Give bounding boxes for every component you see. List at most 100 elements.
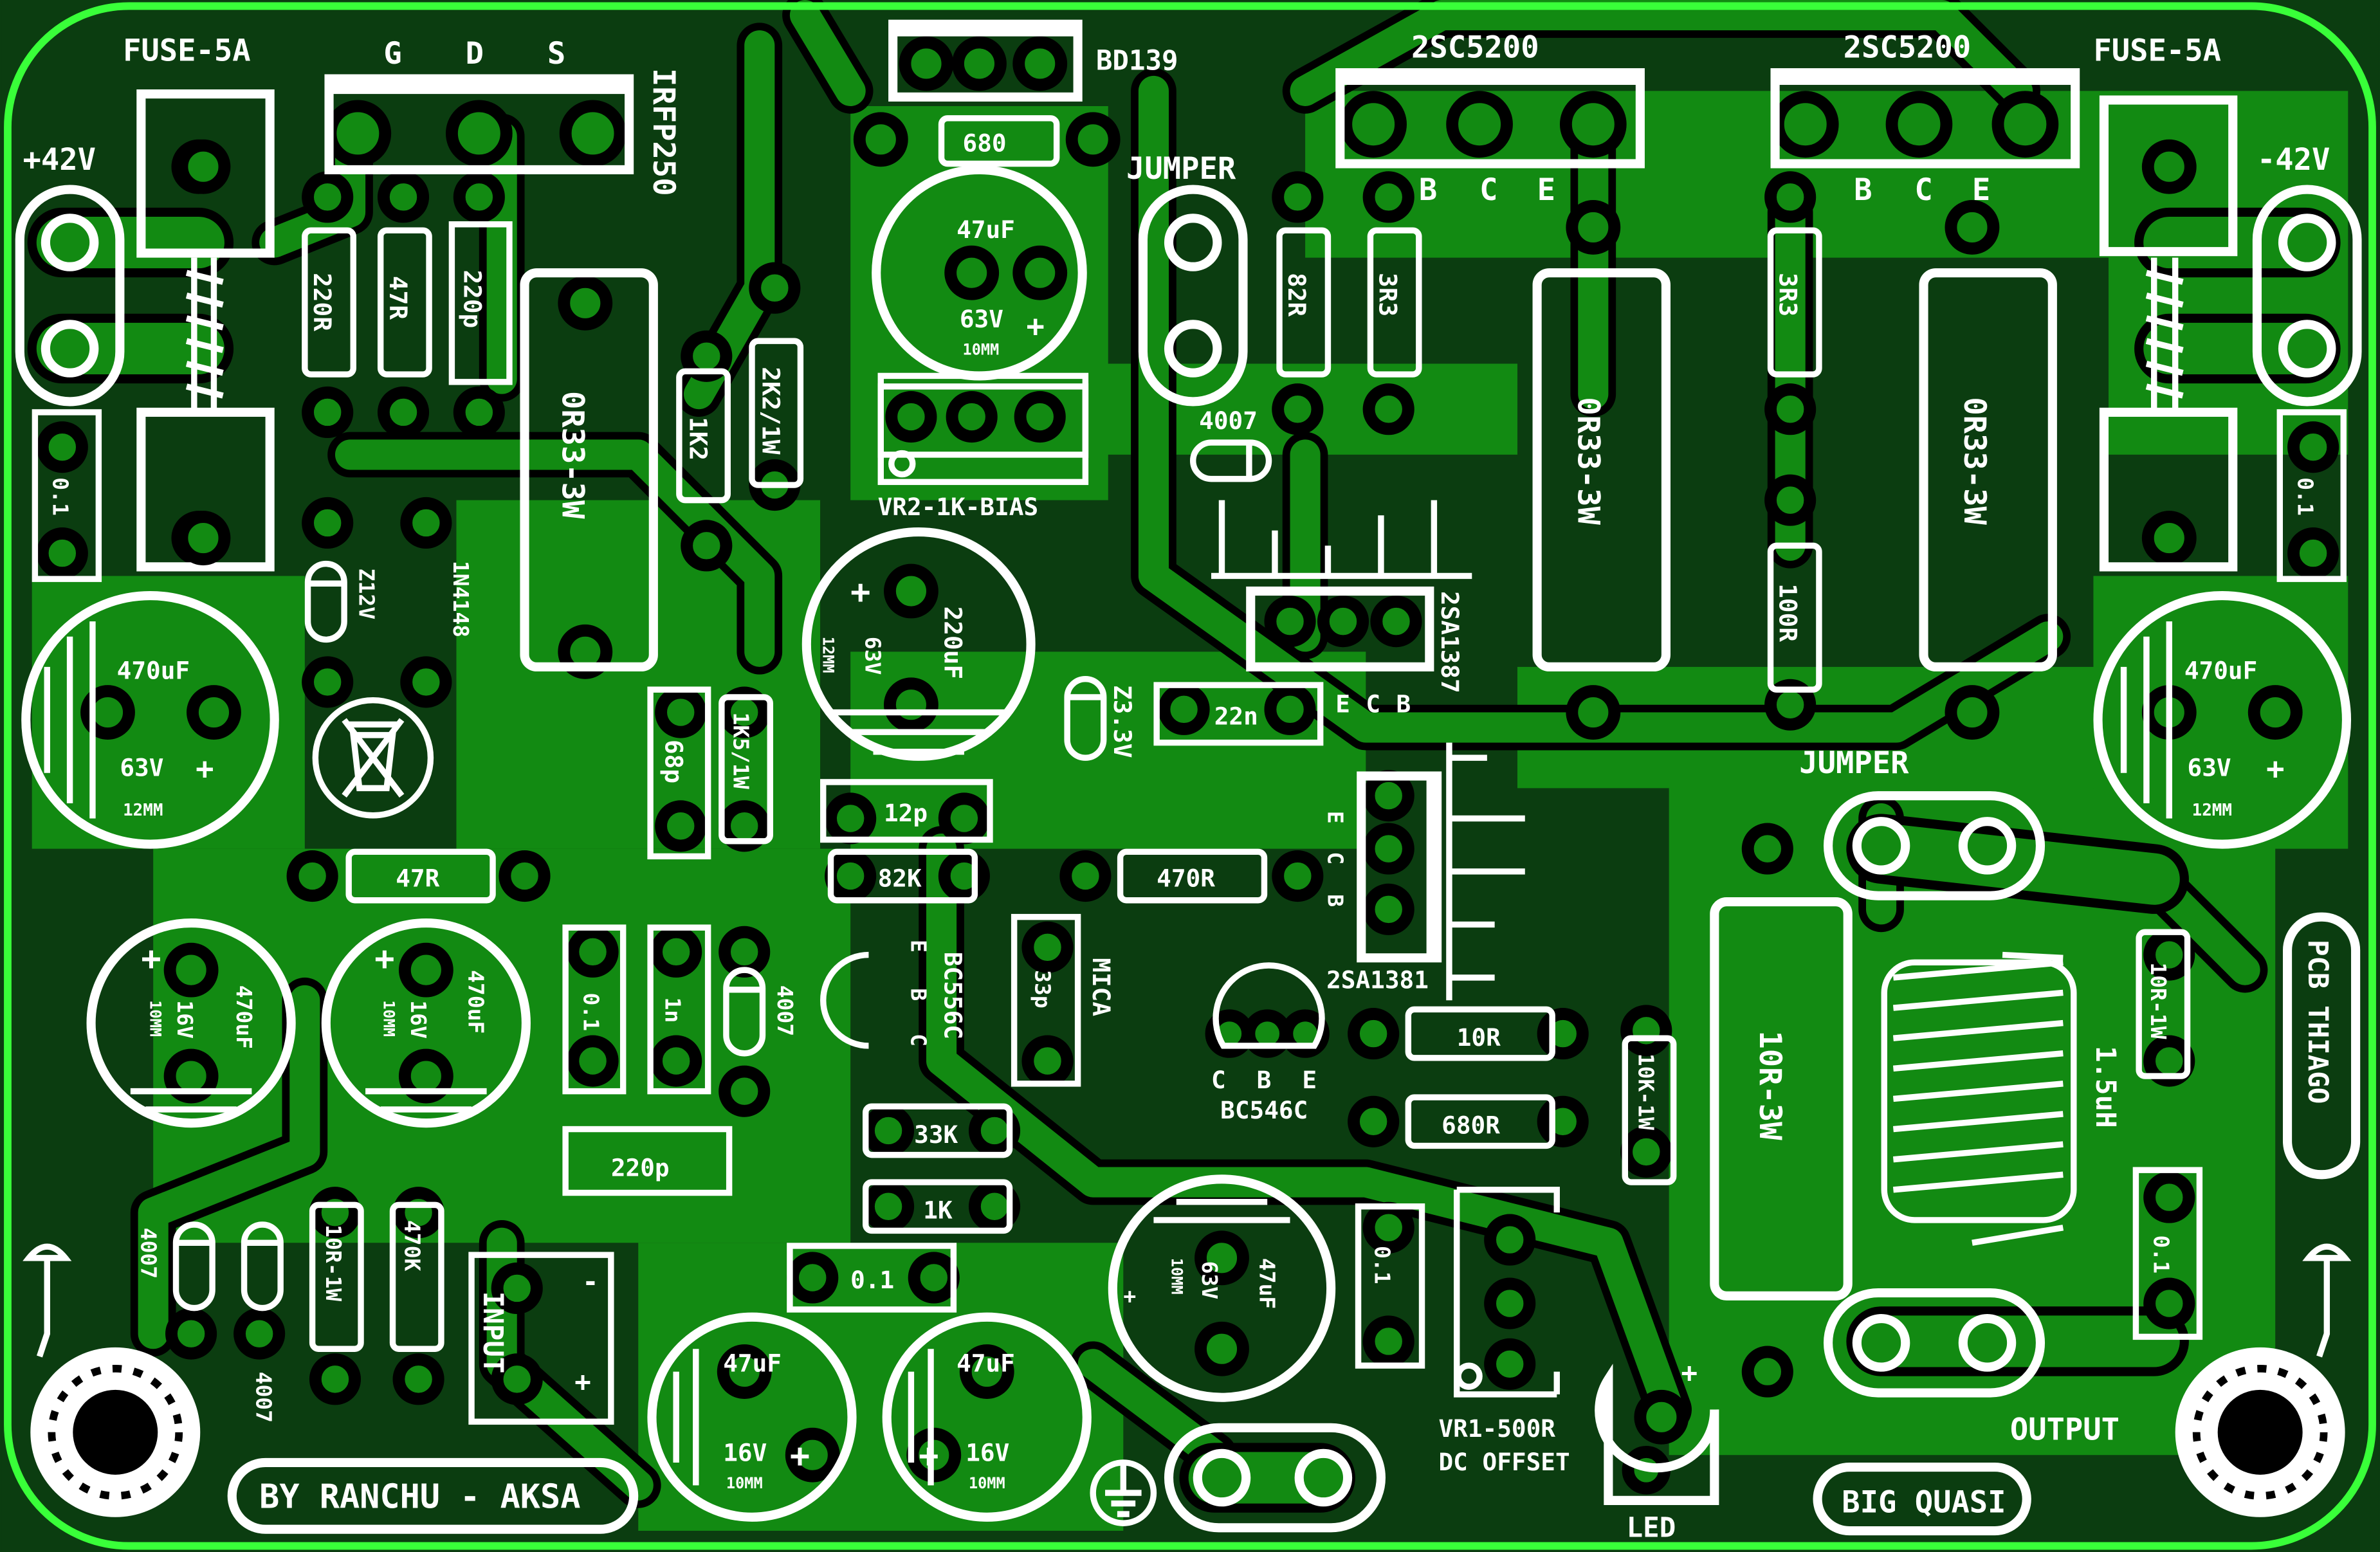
c47uf-top-plus: + xyxy=(1027,309,1045,344)
c22n-label: 22n xyxy=(1214,702,1258,730)
diodes xyxy=(172,439,1272,1311)
r680r-label: 680R xyxy=(1442,1111,1500,1140)
heatsink-top xyxy=(1211,500,1472,580)
source-label: S xyxy=(547,36,565,71)
input-plus: + xyxy=(574,1367,591,1398)
c01-right-bottom: 0.1 xyxy=(2149,1236,2174,1274)
vpos-label: +42V xyxy=(23,142,96,178)
led-plus: + xyxy=(1681,1358,1698,1389)
vr1-label: VR1-500R xyxy=(1438,1414,1555,1443)
bc556c-b: B xyxy=(906,988,931,1001)
r1k2-label: 1K2 xyxy=(684,417,712,461)
c47uf-top: 47uF xyxy=(957,215,1015,244)
c47uf-right-plus: + xyxy=(919,1437,938,1475)
fuse-right xyxy=(2099,95,2238,572)
d1n4148-label: 1N4148 xyxy=(448,561,473,637)
sa1387-label: 2SA1387 xyxy=(1436,591,1464,693)
fuse-left xyxy=(136,89,275,572)
c10mm-b: 10MM xyxy=(380,1000,398,1037)
terminal-pos xyxy=(15,185,125,406)
inductor-label: 1.5uH xyxy=(2089,1046,2121,1128)
c470uf-left-plus: + xyxy=(196,751,214,787)
c10mm-top: 10MM xyxy=(963,340,1000,358)
c16v-right: 16V xyxy=(966,1439,1009,1467)
c63v-top: 63V xyxy=(960,305,1003,333)
output-label: OUTPUT xyxy=(2010,1412,2119,1448)
r3r3-left-label: 3R3 xyxy=(1374,273,1402,316)
or33-left-label: 0R33-3W xyxy=(554,391,590,519)
c12mm-mid: 12MM xyxy=(819,637,838,673)
big-quasi-label: BIG QUASI xyxy=(1842,1485,2006,1520)
sa1381-c: C xyxy=(1323,852,1348,864)
r82r-label: 82R xyxy=(1283,273,1311,316)
vr2-label: VR2-1K-BIAS xyxy=(878,493,1039,521)
sa1381-b: B xyxy=(1323,894,1348,907)
r100r-label: 100R xyxy=(1774,583,1802,642)
r1k5-label: 1K5/1W xyxy=(729,713,754,789)
ground-terminal xyxy=(1164,1423,1386,1533)
c12mm-right: 12MM xyxy=(2192,801,2232,820)
c47uf-mid: 47uF xyxy=(1254,1258,1279,1309)
q-right-b: B xyxy=(1854,172,1872,208)
r3r3-right-label: 3R3 xyxy=(1774,273,1802,316)
c47uf-left-plus: + xyxy=(790,1437,810,1475)
bc556c-e: E xyxy=(906,940,931,953)
r1k-label: 1K xyxy=(923,1196,953,1225)
silk-text: FUSE-5A FUSE-5A G D S IRFP250 BD139 2SC5… xyxy=(23,30,2334,1544)
bd139-label: BD139 xyxy=(1096,45,1178,77)
heatsink-side xyxy=(1446,742,1525,1001)
pads xyxy=(36,36,2339,1495)
author-label: BY RANCHU - AKSA xyxy=(259,1478,580,1517)
bc556c-c: C xyxy=(906,1034,931,1046)
bc546c-b: B xyxy=(1257,1066,1272,1094)
ecb-c: C xyxy=(1366,690,1380,718)
c10mm-a: 10MM xyxy=(146,1000,164,1037)
c16v-left: 16V xyxy=(723,1439,767,1467)
terminal-neg xyxy=(2252,185,2362,406)
q-right-label: 2SC5200 xyxy=(1844,30,1972,66)
c220uf-plus: + xyxy=(850,573,870,612)
r2k2-label: 2K2/1W xyxy=(756,367,785,454)
z33v-label: Z3.3V xyxy=(1108,685,1137,758)
mounting-holes xyxy=(30,1347,2345,1517)
c10mm-left-bottom: 10MM xyxy=(726,1474,763,1492)
r10r-label: 10R xyxy=(1457,1023,1501,1052)
c63v-bottom: 63V xyxy=(1197,1261,1222,1300)
c16v-b: 16V xyxy=(406,1000,431,1039)
drain-label: D xyxy=(466,36,484,71)
r10k-label: 10K-1W xyxy=(1634,1054,1659,1130)
ground-icon xyxy=(1090,1459,1157,1526)
c01-left: 0.1 xyxy=(578,992,603,1031)
c47uf-left: 47uF xyxy=(723,1349,782,1378)
sa1381-e: E xyxy=(1323,811,1348,824)
c470uf-b: 470uF xyxy=(463,970,488,1034)
or33-right-label: 0R33-3W xyxy=(1957,397,1992,525)
vneg-label: -42V xyxy=(2257,142,2330,178)
c47uf-mid-plus: + xyxy=(1123,1284,1136,1309)
sa1387-outline xyxy=(1246,586,1434,671)
input-minus: - xyxy=(582,1267,599,1299)
c63v-right: 63V xyxy=(2188,754,2231,782)
c01-mid: 0.1 xyxy=(850,1266,894,1294)
board-outline xyxy=(4,2,2376,1550)
r82k-label: 82K xyxy=(878,864,922,893)
bc556c-label: BC556C xyxy=(938,952,967,1039)
c470uf-a-plus: + xyxy=(141,940,161,978)
c470uf-b-plus: + xyxy=(374,940,394,978)
c470uf-left: 470uF xyxy=(117,657,190,685)
bc546c-label: BC546C xyxy=(1220,1096,1308,1124)
c220p-bottom-label: 220p xyxy=(611,1154,670,1182)
ecb-e: E xyxy=(1335,690,1350,718)
c12p-label: 12p xyxy=(884,799,928,827)
led-label: LED xyxy=(1627,1512,1676,1544)
c16v-a: 16V xyxy=(172,1000,197,1039)
c470uf-a: 470uF xyxy=(232,985,257,1049)
dc-offset-label: DC OFFSET xyxy=(1438,1448,1570,1476)
c220uf-label: 220uF xyxy=(938,607,967,679)
r10r1w-right-label: 10R-1W xyxy=(2146,962,2171,1039)
fuse-right-label: FUSE-5A xyxy=(2093,33,2221,68)
small-parts xyxy=(32,115,2347,1425)
c68p-label: 68p xyxy=(660,740,688,783)
z12v-label: Z12V xyxy=(354,569,380,619)
